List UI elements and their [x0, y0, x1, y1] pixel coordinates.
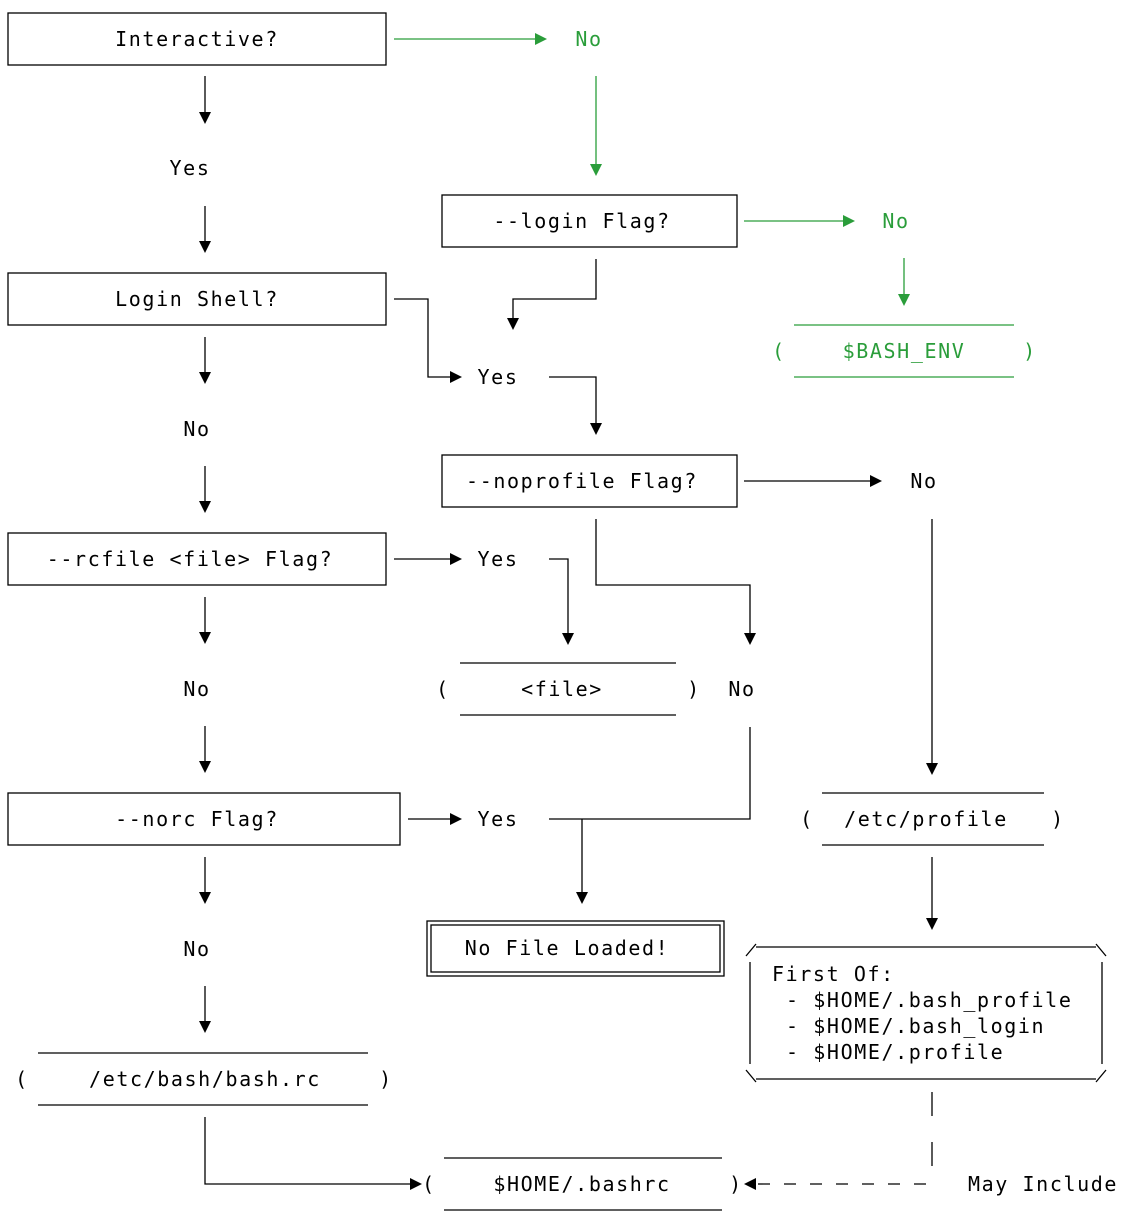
- paren-open: (: [800, 807, 814, 831]
- edge-labels: No Yes No Yes No No Yes No No Yes No May…: [170, 27, 1118, 1196]
- edge-label-norc-yes: Yes: [478, 807, 519, 831]
- etc-profile-label: /etc/profile: [844, 807, 1008, 831]
- file-home-bashrc: ( ) $HOME/.bashrc: [422, 1157, 743, 1211]
- decision-norc-flag: --norc Flag?: [7, 792, 401, 846]
- paren-close: ): [1051, 807, 1065, 831]
- file-etc-bash-bashrc: ( ) /etc/bash/bash.rc: [15, 1052, 393, 1106]
- edge-label-may-include: May Include: [968, 1172, 1118, 1196]
- edge-label-login-shell-no: No: [183, 417, 210, 441]
- first-of-item: - $HOME/.bash_profile: [786, 988, 1072, 1012]
- file-etc-profile: ( ) /etc/profile: [800, 792, 1065, 846]
- first-of-box: First Of: - $HOME/.bash_profile - $HOME/…: [745, 943, 1107, 1083]
- noprofile-flag-label: --noprofile Flag?: [466, 469, 698, 493]
- paren-open: (: [436, 677, 450, 701]
- paren-open: (: [422, 1172, 436, 1196]
- file-rcfile: ( ) <file>: [436, 662, 701, 716]
- edge-label-norc-no: No: [183, 937, 210, 961]
- login-shell-label: Login Shell?: [115, 287, 279, 311]
- interactive-label: Interactive?: [115, 27, 279, 51]
- paren-open: (: [772, 339, 786, 363]
- black-connectors: [199, 76, 938, 1190]
- edge-label-login-flag-no: No: [882, 209, 909, 233]
- green-connectors: [394, 33, 910, 306]
- file-bash-env: ( ) $BASH_ENV: [772, 324, 1037, 378]
- edge-label-login-flag-yes: Yes: [478, 365, 519, 389]
- first-of-item: - $HOME/.bash_login: [786, 1014, 1045, 1038]
- paren-close: ): [379, 1067, 393, 1091]
- login-flag-label: --login Flag?: [493, 209, 670, 233]
- first-of-title: First Of:: [772, 962, 895, 986]
- bash-env-label: $BASH_ENV: [843, 339, 966, 363]
- etc-bash-bashrc-label: /etc/bash/bash.rc: [89, 1067, 321, 1091]
- edge-label-noprofile-no: No: [910, 469, 937, 493]
- paren-close: ): [729, 1172, 743, 1196]
- decision-rcfile-flag: --rcfile <file> Flag?: [7, 532, 387, 586]
- home-bashrc-label: $HOME/.bashrc: [493, 1172, 670, 1196]
- paren-open: (: [15, 1067, 29, 1091]
- edge-label-interactive-yes: Yes: [170, 156, 211, 180]
- file-label: <file>: [521, 677, 603, 701]
- edge-label-noprofile-yes: No: [728, 677, 755, 701]
- decision-interactive: Interactive?: [7, 12, 387, 66]
- norc-flag-label: --norc Flag?: [115, 807, 279, 831]
- no-file-loaded-label: No File Loaded!: [465, 936, 670, 960]
- terminal-no-file-loaded: No File Loaded!: [426, 920, 725, 977]
- edge-label-rcfile-no: No: [183, 677, 210, 701]
- edge-label-rcfile-yes: Yes: [478, 547, 519, 571]
- decision-login-shell: Login Shell?: [7, 272, 387, 326]
- paren-close: ): [1023, 339, 1037, 363]
- paren-close: ): [687, 677, 701, 701]
- rcfile-flag-label: --rcfile <file> Flag?: [47, 547, 333, 571]
- decision-login-flag: --login Flag?: [441, 194, 738, 248]
- decision-noprofile-flag: --noprofile Flag?: [441, 454, 738, 508]
- edge-label-interactive-no: No: [575, 27, 602, 51]
- first-of-item: - $HOME/.profile: [786, 1040, 1004, 1064]
